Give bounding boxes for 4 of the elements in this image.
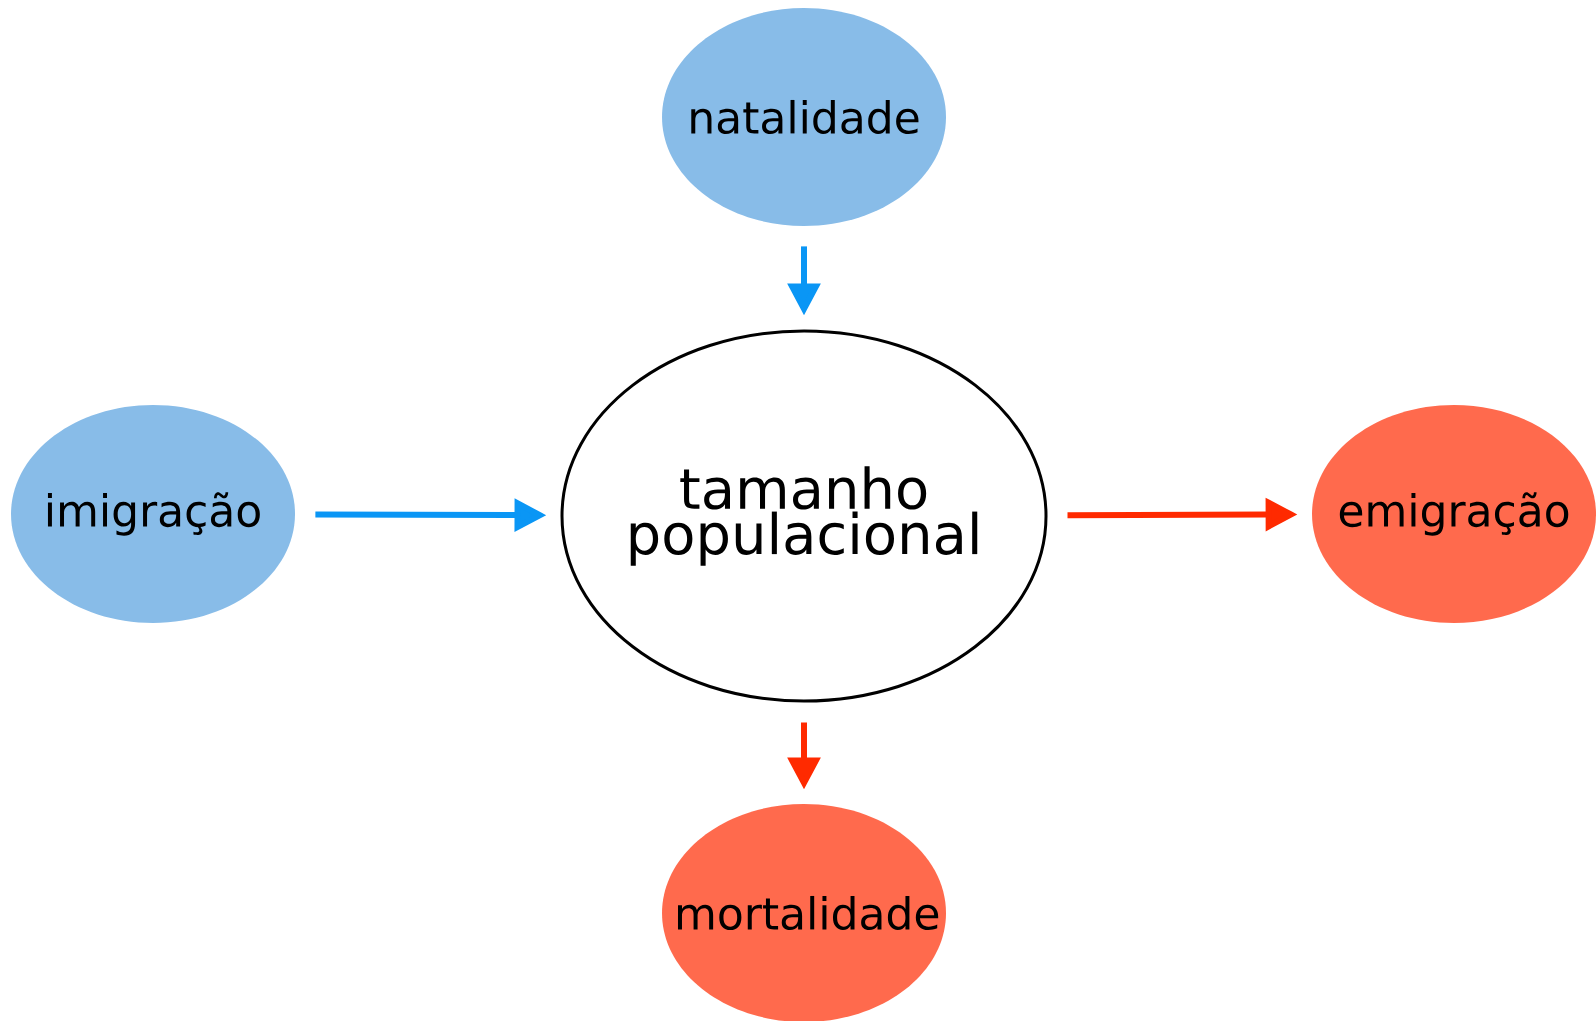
ellipse-node: imigração <box>11 405 295 623</box>
ellipse-node: emigração <box>1312 405 1596 623</box>
ellipse-node: natalidade <box>662 8 946 226</box>
ellipse-node: tamanho populacional <box>560 329 1048 703</box>
